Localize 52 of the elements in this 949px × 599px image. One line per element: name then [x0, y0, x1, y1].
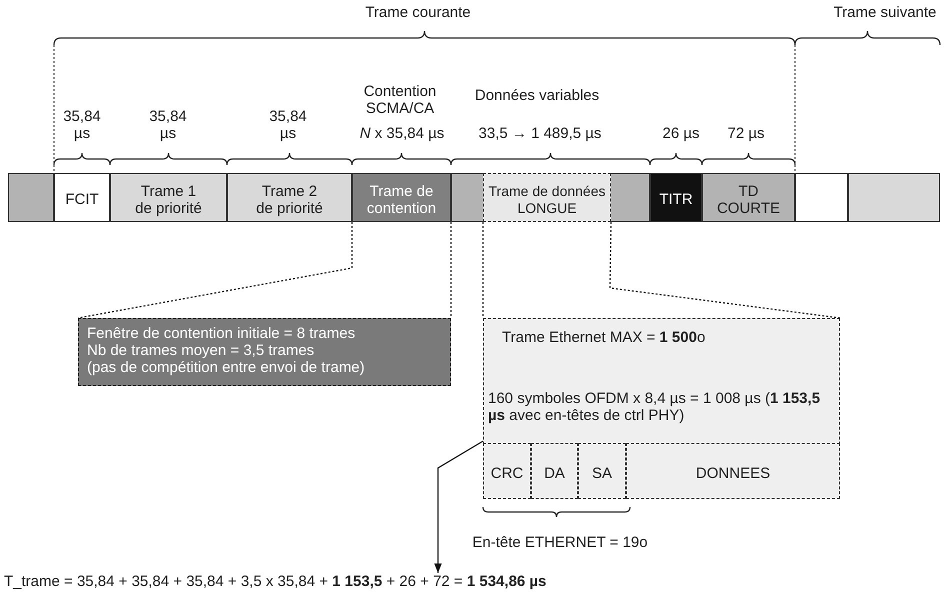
field-cell	[578, 443, 626, 499]
highlight-box	[483, 173, 611, 222]
duration-label: Contention	[364, 83, 436, 100]
segment-label: FCIT	[64, 190, 100, 208]
detail-panel	[483, 318, 840, 499]
frame-segment	[795, 173, 848, 222]
segment-label: DA	[543, 464, 566, 482]
field-cell	[531, 443, 578, 499]
formula-text: T_trame = 35,84 + 35,84 + 35,84 + 3,5 x 35,84 + 1 153,5 + 26 + 72 = 1 534,86 µs	[4, 573, 548, 590]
segment-label: SA	[590, 464, 613, 482]
dotted-connector	[450, 222, 452, 318]
frame-segment	[451, 173, 650, 222]
dotted-connector	[78, 222, 353, 319]
frame-title: Trame courante	[365, 4, 471, 21]
panel-text: Trame Ethernet MAX = 1 500o	[502, 329, 706, 346]
frame-segment	[650, 173, 702, 222]
frame-segment	[352, 173, 451, 222]
segment-label: Trame de contention	[366, 182, 438, 216]
segment-label: Trame 2 de priorité	[255, 182, 324, 216]
frame-title: Trame suivante	[834, 4, 936, 21]
duration-label: N x 35,84 µs	[360, 125, 444, 142]
segment-label: DONNEES	[694, 464, 772, 482]
duration-label: 35,84 µs	[268, 108, 308, 142]
segment-label: Trame de données LONGUE	[488, 182, 606, 216]
panel-text: Nb de trames moyen = 3,5 trames	[87, 342, 316, 359]
arrow	[434, 440, 484, 573]
frame-segment	[54, 173, 110, 222]
segment-label: TD COURTE	[716, 182, 782, 216]
segment-label: Trame 1 de priorité	[134, 182, 203, 216]
dotted-connector	[482, 222, 484, 318]
frame-segment	[702, 173, 795, 222]
detail-panel	[78, 318, 451, 386]
duration-label: SCMA/CA	[366, 100, 434, 117]
frame-segment	[848, 173, 940, 222]
panel-text: 160 symboles OFDM x 8,4 µs = 1 008 µs (1 153,5 µs avec en-têtes de ctrl PHY)	[488, 390, 822, 424]
header-note: En-tête ETHERNET = 19o	[472, 534, 648, 551]
duration-label: 26 µs	[662, 125, 700, 142]
panel-text: (pas de compétition entre envoi de trame)	[87, 359, 366, 376]
panel-text: Fenêtre de contention initiale = 8 trames	[87, 325, 356, 342]
segment-label: CRC	[490, 464, 524, 482]
field-cell	[626, 443, 840, 499]
duration-label: 35,84 µs	[62, 108, 102, 142]
duration-label: 72 µs	[728, 125, 764, 142]
duration-label: 35,84 µs	[148, 108, 188, 142]
field-cell	[483, 443, 531, 499]
frame-segment	[8, 173, 54, 222]
duration-label: Données variables	[474, 87, 600, 104]
segment-label: TITR	[658, 190, 694, 208]
duration-label: 33,5 → 1 489,5 µs	[478, 125, 602, 142]
frame-segment	[110, 173, 227, 222]
frame-segment	[227, 173, 352, 222]
dotted-connector	[609, 222, 840, 319]
